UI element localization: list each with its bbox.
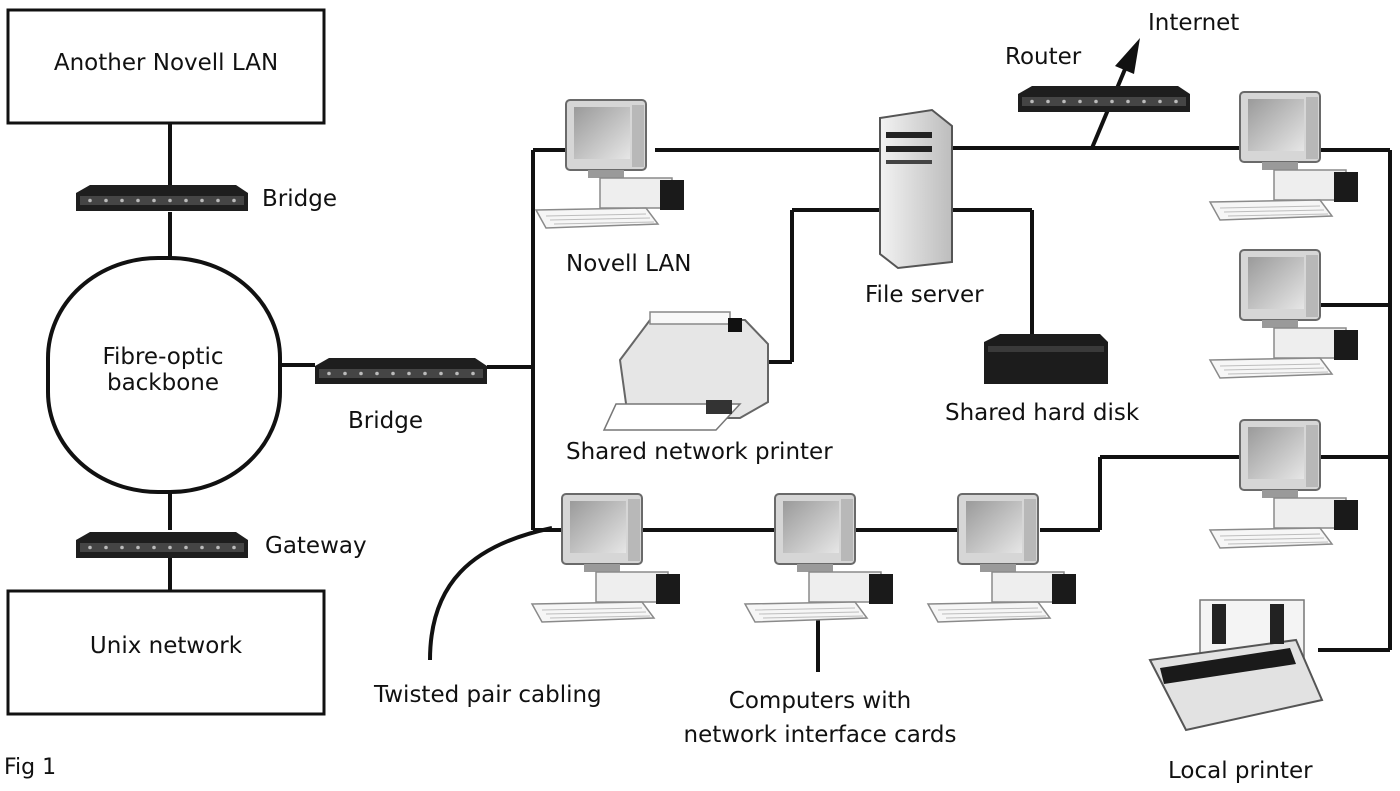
nic-label: network interface cards [683, 722, 957, 748]
figure-caption: Fig 1 [4, 755, 57, 780]
computer-bottom-2 [744, 493, 894, 623]
computer-right-1 [1209, 91, 1359, 221]
router-label: Router [1005, 44, 1082, 70]
computer-right-3 [1209, 419, 1359, 549]
computers-with-label: Computers with [728, 688, 912, 714]
bridge-top-device [76, 185, 248, 211]
twisted-pair-label: Twisted pair cabling [374, 682, 602, 708]
gateway-label: Gateway [265, 533, 367, 559]
unix-network-label: Unix network [89, 633, 243, 659]
unix-network-box [6, 589, 326, 716]
novell-lan-label: Novell LAN [566, 251, 692, 277]
network-cabling [428, 146, 1392, 672]
shared-hard-disk-device [984, 334, 1108, 384]
router-device [1018, 86, 1190, 112]
file-server-tower [879, 108, 953, 270]
file-server-label: File server [865, 282, 984, 308]
bridge-mid-label: Bridge [348, 408, 423, 434]
another-novell-lan-box [6, 8, 326, 125]
another-novell-lan-label: Another Novell LAN [53, 50, 279, 76]
computer-bottom-1 [531, 493, 681, 623]
bridge-top-label: Bridge [262, 186, 337, 212]
fibre-optic-backbone [46, 256, 282, 494]
shared-network-printer-device [602, 311, 769, 431]
gateway-device [76, 532, 248, 558]
fibre-backbone-label: Fibre-optic backbone [102, 344, 224, 397]
shared-printer-label: Shared network printer [566, 439, 833, 465]
shared-disk-label: Shared hard disk [945, 400, 1140, 426]
computer-bottom-3 [927, 493, 1077, 623]
local-printer-label: Local printer [1168, 758, 1313, 784]
computer-right-2 [1209, 249, 1359, 379]
local-printer-device [1148, 599, 1324, 732]
internet-label: Internet [1148, 10, 1240, 36]
computer-novell-lan [535, 99, 685, 229]
internet-arrow-icon [1115, 38, 1140, 74]
bridge-mid-device [315, 358, 487, 384]
